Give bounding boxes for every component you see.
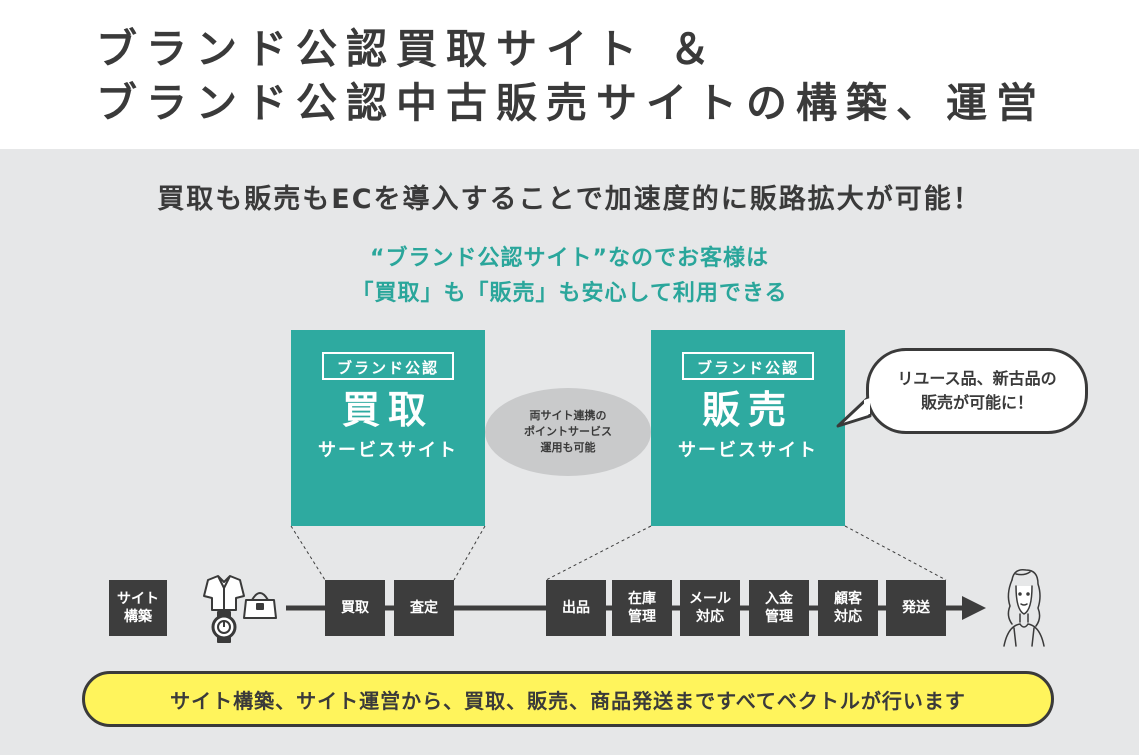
step-email-line-2: 対応: [696, 609, 724, 625]
step-shipping: 発送: [886, 580, 946, 636]
subheadline-line-2: 「買取」も「販売」も安心して利用できる: [351, 281, 788, 306]
speech-bubble-line-1: リユース品、新古品の: [897, 369, 1057, 388]
oval-line-3: 運用も可能: [540, 441, 596, 454]
oval-line-2: ポイントサービス: [524, 425, 612, 438]
site-construction-line-2: 構築: [124, 609, 152, 625]
step-email: メール 対応: [680, 580, 740, 636]
buy-site-title: 買取: [341, 388, 434, 432]
page-title: ブランド公認買取サイト ＆ ブランド公認中古販売サイトの構築、運営: [96, 22, 1096, 130]
customer-icon: [1003, 568, 1045, 647]
site-construction-label: サイト 構築: [109, 580, 167, 636]
title-line-1: ブランド公認買取サイト ＆: [96, 25, 720, 73]
headline: 買取も販売もECを導入することで加速度的に販路拡大が可能！: [157, 184, 982, 215]
title-line-2: ブランド公認中古販売サイトの構築、運営: [96, 79, 1046, 127]
buy-site-brand-tag: ブランド公認: [322, 352, 454, 380]
step-assess-label: 査定: [410, 600, 438, 616]
point-service-oval: 両サイト連携の ポイントサービス 運用も可能: [485, 388, 651, 476]
products-icon: [203, 575, 277, 643]
step-payment-line-1: 入金: [765, 591, 793, 607]
step-inventory-line-2: 管理: [628, 609, 656, 625]
step-inventory: 在庫 管理: [612, 580, 672, 636]
flow-arrowhead: [962, 596, 986, 620]
sell-site-subtitle: サービスサイト: [678, 440, 818, 461]
step-inventory-line-1: 在庫: [628, 591, 656, 607]
step-payment: 入金 管理: [749, 580, 809, 636]
step-buy-label: 買取: [341, 600, 369, 616]
summary-banner: サイト構築、サイト運営から、買取、販売、商品発送まですべてベクトルが行います: [82, 671, 1054, 727]
step-customer-line-2: 対応: [834, 609, 862, 625]
subheadline-line-1: “ブランド公認サイト”なのでお客様は: [370, 246, 769, 271]
speech-bubble-line-2: 販売が可能に！: [920, 393, 1033, 412]
step-listing-label: 出品: [562, 600, 590, 616]
step-customer: 顧客 対応: [818, 580, 878, 636]
step-customer-line-1: 顧客: [834, 591, 862, 607]
sell-site-brand-tag: ブランド公認: [682, 352, 814, 380]
step-payment-line-2: 管理: [765, 609, 793, 625]
speech-bubble: リユース品、新古品の 販売が可能に！: [866, 348, 1088, 434]
buy-site-subtitle: サービスサイト: [318, 440, 458, 461]
step-email-line-1: メール: [689, 591, 731, 607]
step-buy: 買取: [325, 580, 385, 636]
sell-site-box: ブランド公認 販売 サービスサイト: [651, 330, 845, 526]
site-construction-line-1: サイト: [117, 591, 159, 607]
step-shipping-label: 発送: [902, 600, 930, 616]
step-listing: 出品: [546, 580, 606, 636]
step-assess: 査定: [394, 580, 454, 636]
sell-site-title: 販売: [701, 388, 794, 432]
buy-site-box: ブランド公認 買取 サービスサイト: [291, 330, 485, 526]
oval-line-1: 両サイト連携の: [529, 409, 607, 422]
